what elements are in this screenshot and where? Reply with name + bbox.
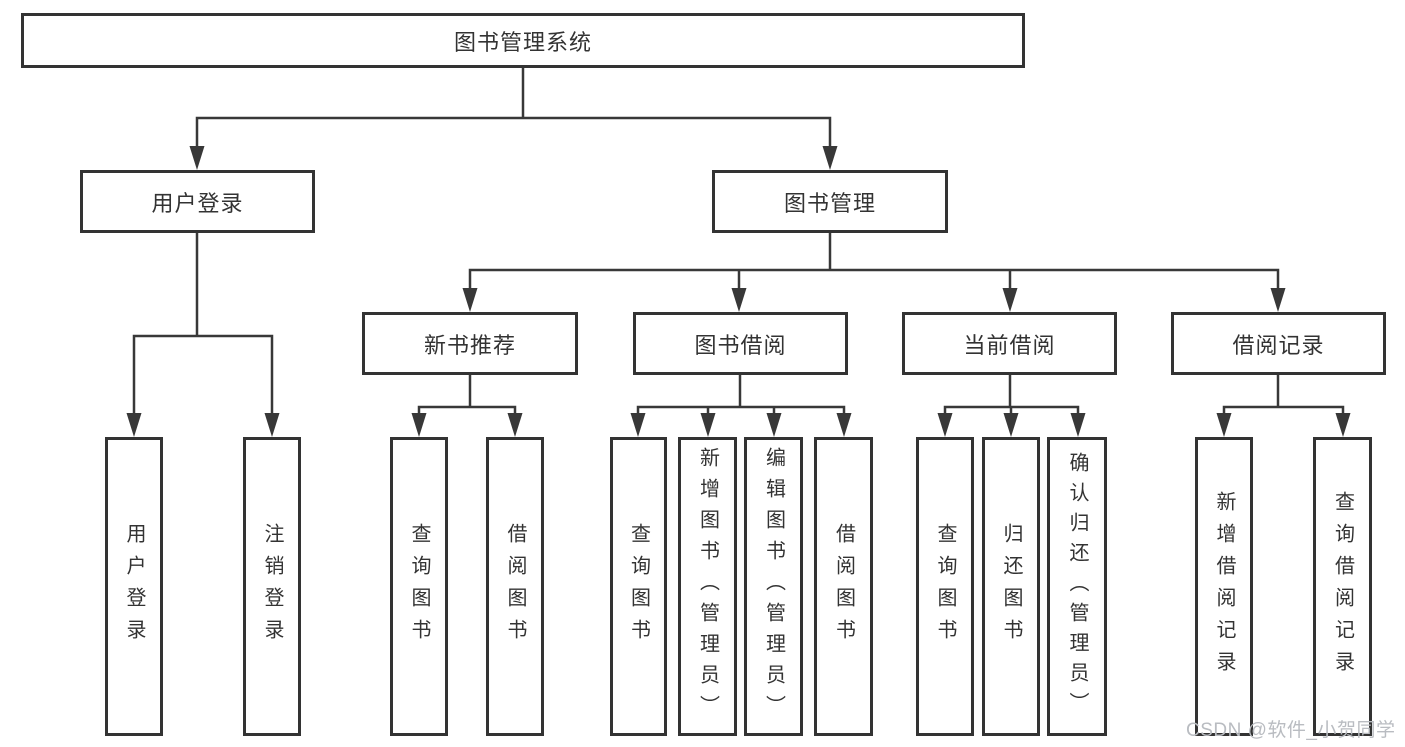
leaf-cb-query-books: 查询图书 <box>916 437 974 736</box>
leaf-cb-return-books: 归还图书 <box>982 437 1040 736</box>
arrowheads <box>126 146 1351 437</box>
leaf-cb-confirm-return-label: 确认归还（管理员） <box>1066 451 1088 722</box>
node-new-book-recommend: 新书推荐 <box>362 312 578 375</box>
leaf-logout-label: 注销登录 <box>261 522 283 651</box>
node-user-login: 用户登录 <box>80 170 315 233</box>
node-borrow-records: 借阅记录 <box>1171 312 1386 375</box>
leaf-user-login-label: 用户登录 <box>123 522 145 651</box>
leaf-logout: 注销登录 <box>243 437 301 736</box>
node-current-borrow: 当前借阅 <box>902 312 1117 375</box>
leaf-bb-edit-books-label: 编辑图书（管理员） <box>762 447 785 726</box>
leaf-bb-add-books: 新增图书（管理员） <box>678 437 737 736</box>
leaf-br-query-record-label: 查询借阅记录 <box>1331 490 1354 683</box>
node-book-management-label: 图书管理 <box>783 190 876 216</box>
leaf-br-query-record: 查询借阅记录 <box>1313 437 1372 736</box>
node-book-borrow-label: 图书借阅 <box>694 332 787 358</box>
leaf-cb-return-books-label: 归还图书 <box>1000 522 1022 651</box>
leaf-br-add-record: 新增借阅记录 <box>1195 437 1253 736</box>
leaf-nb-query-books-label: 查询图书 <box>408 522 430 651</box>
leaf-user-login: 用户登录 <box>105 437 163 736</box>
leaf-nb-borrow-books-label: 借阅图书 <box>504 522 526 651</box>
leaf-cb-query-books-label: 查询图书 <box>934 522 956 651</box>
leaf-cb-confirm-return: 确认归还（管理员） <box>1047 437 1107 736</box>
leaf-bb-add-books-label: 新增图书（管理员） <box>696 447 719 726</box>
node-borrow-records-label: 借阅记录 <box>1232 332 1325 358</box>
leaf-bb-edit-books: 编辑图书（管理员） <box>744 437 803 736</box>
csdn-watermark: CSDN @软件_小贺同学 <box>1186 720 1396 741</box>
node-user-login-label: 用户登录 <box>151 190 244 216</box>
node-book-borrow: 图书借阅 <box>633 312 848 375</box>
node-new-book-recommend-label: 新书推荐 <box>423 332 516 358</box>
leaf-nb-query-books: 查询图书 <box>390 437 448 736</box>
leaf-br-add-record-label: 新增借阅记录 <box>1213 490 1235 683</box>
leaf-bb-query-books: 查询图书 <box>610 437 667 736</box>
node-current-borrow-label: 当前借阅 <box>963 332 1056 358</box>
node-book-management: 图书管理 <box>712 170 948 233</box>
leaf-nb-borrow-books: 借阅图书 <box>486 437 544 736</box>
leaf-bb-query-books-label: 查询图书 <box>627 522 650 651</box>
leaf-bb-borrow-books: 借阅图书 <box>814 437 873 736</box>
node-root-label: 图书管理系统 <box>453 29 592 55</box>
node-root: 图书管理系统 <box>21 13 1025 68</box>
leaf-bb-borrow-books-label: 借阅图书 <box>832 522 855 651</box>
